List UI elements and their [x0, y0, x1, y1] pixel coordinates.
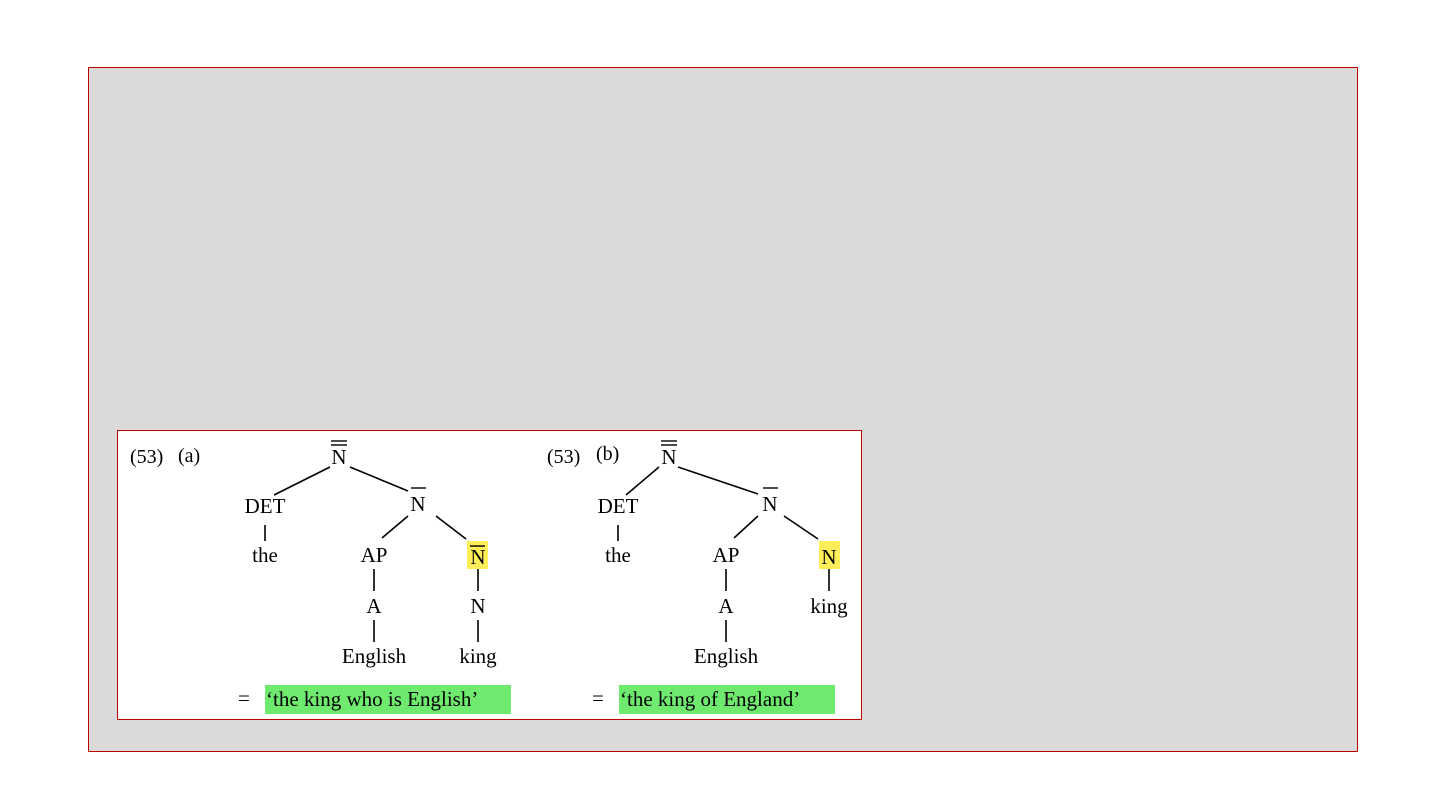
- edge-root-nbar-b: [677, 466, 759, 495]
- syntax-tree-figure: (53) (a) N DET N the AP N A N English ki…: [117, 430, 862, 720]
- tree-b: (53) (b) N DET N the AP N A king English…: [547, 440, 848, 714]
- tree-a: (53) (a) N DET N the AP N A N English ki…: [130, 440, 511, 714]
- gloss-equals-a: =: [238, 686, 250, 710]
- root-n-b: N: [661, 445, 676, 469]
- edge-nbar-n-b: [783, 515, 819, 540]
- king-word-b: king: [810, 594, 848, 618]
- example-number-a: (53): [130, 446, 163, 468]
- a-node-a: A: [366, 594, 382, 618]
- edge-nbar-n-a: [435, 515, 467, 540]
- det-node-b: DET: [598, 494, 639, 518]
- ap-node-b: AP: [713, 543, 740, 567]
- det-node-a: DET: [245, 494, 286, 518]
- tree-diagram-svg: (53) (a) N DET N the AP N A N English ki…: [130, 440, 848, 714]
- gloss-equals-b: =: [592, 686, 604, 710]
- highlighted-n-node-b: N: [821, 545, 836, 569]
- edge-root-det-b: [625, 466, 660, 496]
- gloss-highlight-b: [619, 685, 835, 714]
- sub-label-a: (a): [178, 445, 200, 467]
- edge-root-det-a: [273, 466, 331, 496]
- n-node-a: N: [470, 594, 485, 618]
- english-word-b: English: [694, 644, 759, 668]
- king-word-a: king: [459, 644, 497, 668]
- ap-node-a: AP: [361, 543, 388, 567]
- edge-root-nbar-a: [349, 466, 409, 492]
- the-word-a: the: [252, 543, 278, 567]
- edge-nbar-ap-a: [381, 515, 409, 539]
- the-word-b: the: [605, 543, 631, 567]
- gloss-a: ‘the king who is English’: [266, 687, 478, 711]
- sub-label-b: (b): [596, 443, 619, 465]
- highlighted-nbar-node-a: N: [470, 545, 485, 569]
- edge-nbar-ap-b: [733, 515, 759, 539]
- highlight-n-b: [819, 541, 840, 569]
- gloss-highlight-a: [265, 685, 511, 714]
- root-n-a: N: [331, 445, 346, 469]
- english-word-a: English: [342, 644, 407, 668]
- highlight-nbar-a: [467, 541, 488, 569]
- example-number-b: (53): [547, 446, 580, 468]
- gloss-b: ‘the king of England’: [620, 687, 800, 711]
- nbar-node-b: N: [762, 492, 777, 516]
- nbar-node-a: N: [410, 492, 425, 516]
- a-node-b: A: [718, 594, 734, 618]
